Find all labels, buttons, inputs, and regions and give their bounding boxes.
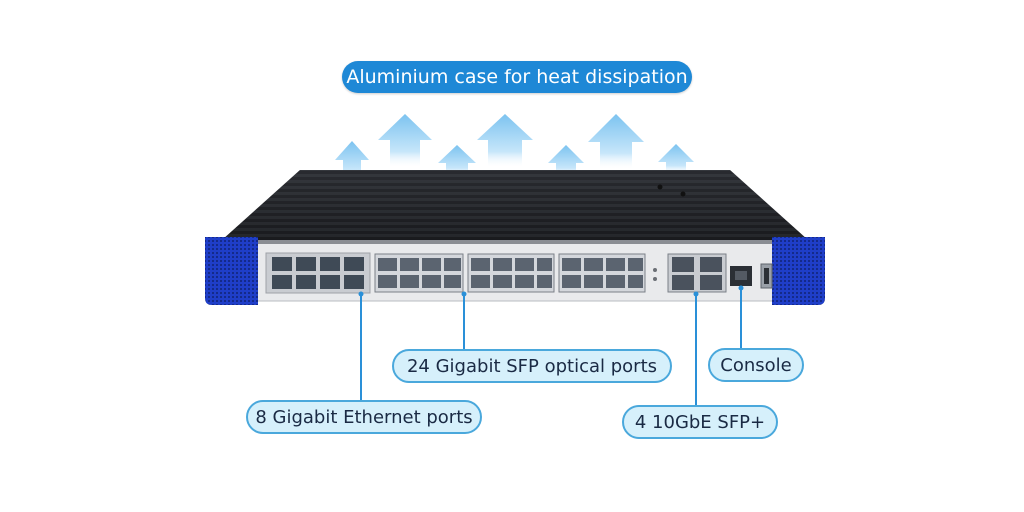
callout-lines	[360, 288, 742, 405]
console-label: Console	[708, 348, 804, 382]
tengig-sfp-label: 4 10GbE SFP+	[622, 405, 778, 439]
heat-arrow-icon	[335, 114, 694, 182]
ethernet-ports-label: 8 Gigabit Ethernet ports	[246, 400, 482, 434]
usb-port-icon	[760, 263, 773, 289]
heat-dissipation-banner: Aluminium case for heat dissipation	[342, 61, 692, 93]
console-port	[730, 266, 752, 286]
sfp-ports-label: 24 Gigabit SFP optical ports	[392, 349, 672, 383]
left-end-cap	[205, 237, 258, 305]
right-end-cap	[772, 237, 825, 305]
sfp-plus-ports	[667, 253, 727, 293]
rj45-port-icon	[265, 252, 371, 294]
